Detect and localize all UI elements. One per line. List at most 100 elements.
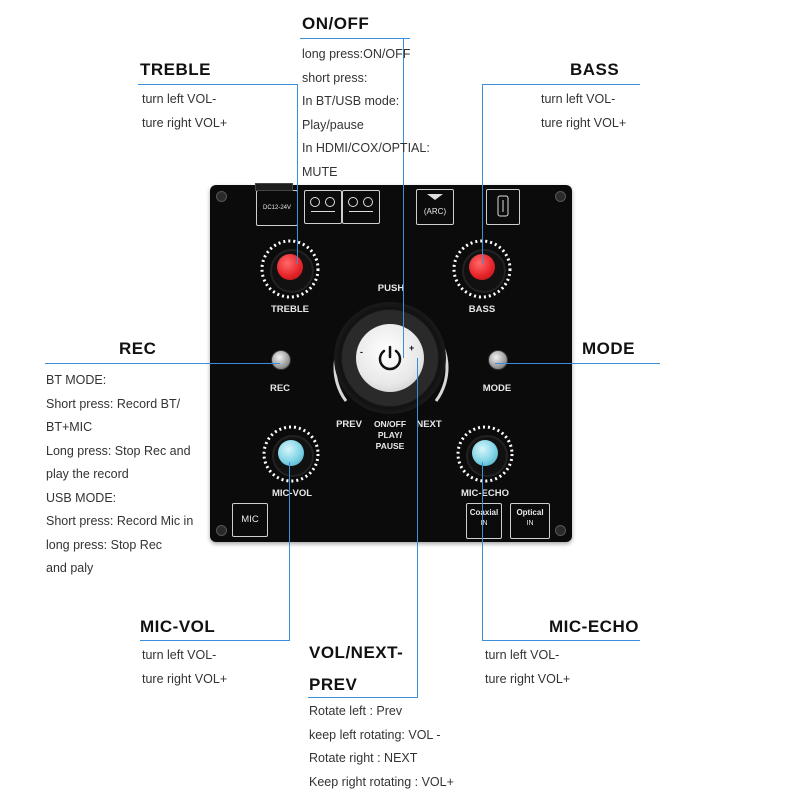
on-off-line: In HDMI/COX/OPTIAL:: [302, 141, 430, 155]
arc-label: (ARC): [423, 207, 447, 216]
rec-description: BT MODE: Short press: Record BT/ BT+MIC …: [46, 369, 193, 581]
bass-description: turn left VOL- ture right VOL+: [541, 88, 626, 135]
vol-line: keep left rotating: VOL -: [309, 727, 441, 742]
mode-label: MODE: [482, 383, 512, 394]
optical-input-port[interactable]: Optical IN: [510, 503, 550, 539]
on-off-leader-horizontal: [300, 38, 410, 39]
rec-title: REC: [119, 339, 157, 358]
vol-next-prev-title: VOL/NEXT-: [309, 643, 404, 662]
mic-vol-description: turn left VOL- ture right VOL+: [142, 644, 227, 691]
mic-vol-label: MIC-VOL: [271, 488, 313, 499]
mic-echo-knob-cap: [472, 440, 498, 466]
on-off-line: short press:: [302, 70, 368, 85]
vol-line: Keep right rotating : VOL+: [309, 774, 454, 789]
screw-bottom-left: [216, 525, 227, 536]
treble-description: turn left VOL- ture right VOL+: [142, 88, 227, 135]
vol-next-prev-title-2: PREV: [309, 675, 358, 694]
rec-line: long press: Stop Rec: [46, 537, 163, 552]
treble-leader-horizontal: [138, 84, 298, 85]
mic-vol-knob-cap: [278, 440, 304, 466]
treble-line: ture right VOL+: [142, 115, 228, 130]
rec-line: Long press: Stop Rec and: [46, 443, 191, 458]
usb-icon: [497, 195, 509, 217]
bass-leader-vertical: [482, 84, 483, 264]
coaxial-input-port[interactable]: Coaxial IN: [466, 503, 502, 539]
on-off-line: long press:ON/OFF: [302, 47, 411, 61]
bass-leader-horizontal: [482, 84, 640, 85]
vol-leader-vertical: [417, 358, 418, 698]
treble-label: TREBLE: [271, 304, 309, 315]
vol-next-prev-description: Rotate left : Prev keep left rotating: V…: [309, 700, 454, 794]
rec-line: BT MODE:: [46, 373, 107, 387]
encoder-plus-mark: +: [409, 343, 415, 353]
screw-top-left: [216, 191, 227, 202]
coaxial-label: Coaxial: [469, 508, 499, 517]
mic-vol-line: ture right VOL+: [142, 671, 228, 686]
pause-label: PAUSE: [375, 441, 405, 451]
rec-line: Short press: Record Mic in: [46, 514, 194, 528]
treble-title: TREBLE: [140, 60, 211, 79]
mic-echo-leader-horizontal: [482, 640, 640, 641]
play-label: PLAY/: [377, 430, 403, 440]
on-off-line: MUTE: [302, 164, 338, 179]
on-off-line: Play/pause: [302, 117, 364, 132]
on-off-leader-vertical: [403, 38, 404, 358]
bass-title: BASS: [570, 60, 620, 79]
mic-echo-description: turn left VOL- ture right VOL+: [485, 644, 570, 691]
on-off-line: In BT/USB mode:: [302, 94, 400, 108]
prev-label: PREV: [336, 419, 362, 430]
coaxial-sub-label: IN: [480, 520, 488, 527]
on-off-description: long press:ON/OFF short press: In BT/USB…: [302, 43, 430, 184]
treble-knob-cap: [277, 254, 303, 280]
vol-line: Rotate left : Prev: [309, 704, 403, 718]
optical-label: Optical: [516, 508, 544, 517]
vol-line: Rotate right : NEXT: [309, 751, 418, 765]
rec-line: Short press: Record BT/: [46, 396, 181, 411]
rca-left-output: [304, 190, 342, 224]
mic-echo-leader-vertical: [482, 462, 483, 641]
power-icon: [378, 345, 402, 371]
on-off-title: ON/OFF: [302, 14, 370, 33]
hdmi-arc-port: (ARC): [416, 189, 454, 225]
mic-echo-line: ture right VOL+: [485, 671, 571, 686]
encoder-minus-mark: -: [360, 347, 363, 357]
rca-right-output: [342, 190, 380, 224]
mic-echo-line: turn left VOL-: [485, 648, 560, 662]
mic-vol-title: MIC-VOL: [140, 617, 216, 636]
bass-line: ture right VOL+: [541, 115, 627, 130]
screw-top-right: [555, 191, 566, 202]
mic-echo-scale: [456, 425, 514, 483]
treble-leader-vertical: [297, 84, 298, 264]
mic-echo-title: MIC-ECHO: [549, 617, 639, 636]
mic-port-label: MIC: [241, 514, 259, 525]
optical-sub-label: IN: [526, 520, 534, 527]
screw-bottom-right: [555, 525, 566, 536]
rec-line: USB MODE:: [46, 490, 117, 505]
mic-vol-line: turn left VOL-: [142, 648, 217, 662]
rec-line: play the record: [46, 467, 129, 481]
usb-port: [486, 189, 520, 225]
mic-vol-scale: [262, 425, 320, 483]
on-off-label: ON/OFF: [373, 419, 407, 429]
push-label: PUSH: [377, 283, 405, 294]
next-label: NEXT: [416, 419, 442, 430]
mode-title: MODE: [582, 339, 635, 358]
rec-label: REC: [269, 383, 291, 394]
vol-leader-horizontal: [308, 697, 418, 698]
treble-scale: [260, 239, 320, 299]
mode-button[interactable]: [488, 350, 508, 370]
rec-line: BT+MIC: [46, 420, 93, 434]
mic-input-port[interactable]: MIC: [232, 503, 268, 537]
mic-vol-leader-vertical: [289, 462, 290, 641]
rec-line: and paly: [46, 561, 94, 575]
dc-power-jack: DC12-24V: [255, 183, 298, 226]
dc-label: DC12-24V: [262, 205, 291, 211]
treble-line: turn left VOL-: [142, 92, 217, 106]
rec-button[interactable]: [271, 350, 291, 370]
mic-vol-leader-horizontal: [140, 640, 290, 641]
bass-line: turn left VOL-: [541, 92, 616, 106]
bass-label: BASS: [468, 304, 496, 315]
mic-echo-label: MIC-ECHO: [460, 488, 510, 499]
mode-leader: [495, 363, 660, 364]
rec-leader: [45, 363, 280, 364]
